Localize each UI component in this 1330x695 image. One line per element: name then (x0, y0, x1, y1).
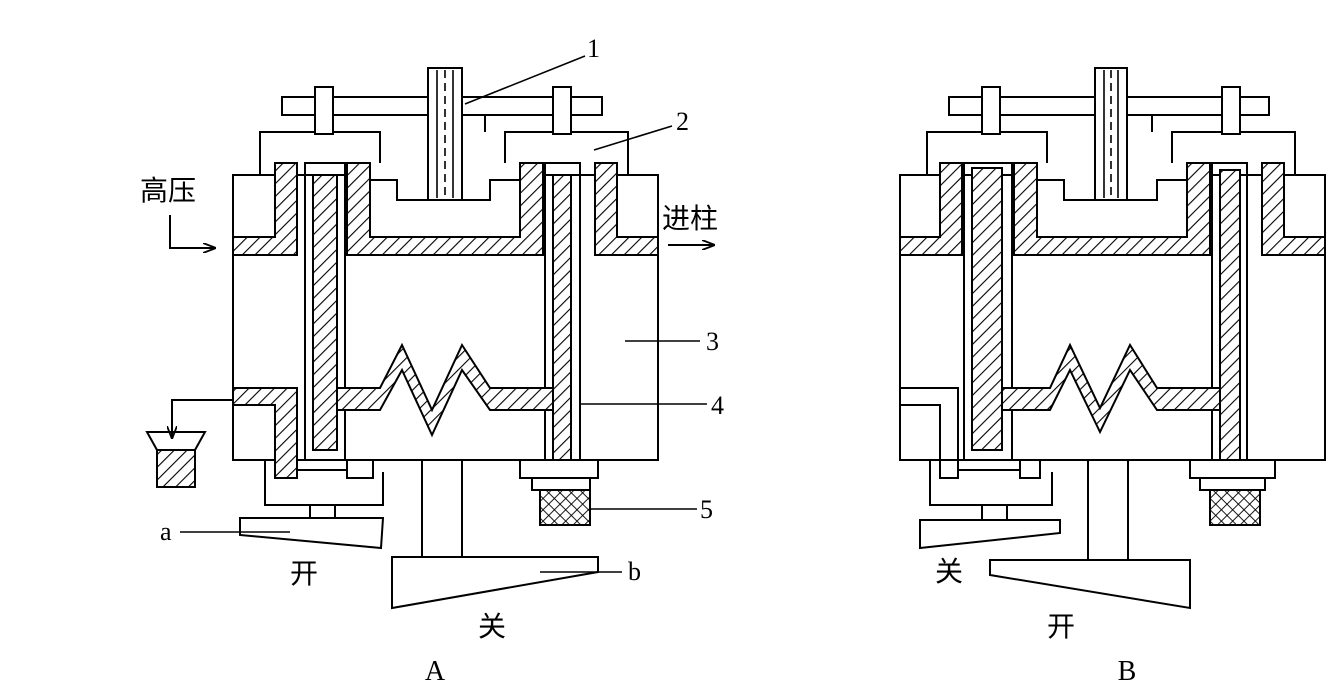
handle-post-right (1221, 86, 1241, 135)
center-post (421, 459, 463, 558)
drain-seat-bottom-left (232, 387, 298, 479)
seal-neck (531, 477, 591, 491)
center-u-block (346, 162, 544, 256)
handle-post-left (981, 86, 1001, 135)
drain-arrow (172, 399, 233, 438)
seal-cap (1189, 459, 1276, 479)
valve-stem-left (971, 167, 1003, 451)
bellows-diaphragm (1001, 342, 1221, 435)
diagram-b: 关 开 B (899, 67, 1326, 687)
seal-packing (1209, 489, 1261, 526)
inlet-seat-top-left (232, 162, 298, 256)
lever-b-state: 关 (478, 610, 506, 643)
lever-a (239, 517, 385, 550)
lever-a-label: a (160, 517, 172, 546)
lever-a (919, 519, 1061, 550)
diagram-a: 1 2 3 4 5 a b 高压 进柱 开 关 A (140, 34, 724, 687)
seal-packing (539, 489, 591, 526)
lever-a-state: 关 (935, 555, 963, 588)
valve-stem-right (552, 174, 572, 461)
outlet-label: 进柱 (662, 202, 718, 235)
center-recess (1037, 179, 1187, 201)
lever-a-pivot (981, 504, 1008, 521)
drain-container (156, 449, 196, 488)
lever-b-state: 开 (1047, 610, 1075, 643)
part-label-4: 4 (711, 391, 724, 420)
leader-2 (593, 125, 673, 151)
seal-neck (1199, 477, 1266, 491)
diagram-a-caption: A (425, 656, 446, 687)
drain-seat-bottom-left (899, 387, 959, 479)
stem-channel-left (304, 162, 346, 461)
part-label-1: 1 (587, 34, 600, 63)
lever-b (391, 556, 599, 610)
stem-foot-left (1019, 459, 1041, 479)
stem-channel-left (963, 162, 1013, 461)
leader-1 (464, 55, 586, 105)
inlet-arrow (169, 215, 215, 248)
handle-post-left (314, 86, 334, 135)
center-u-block (1013, 162, 1211, 256)
drain-funnel (145, 431, 207, 451)
valve-stem-left (312, 174, 338, 451)
part-label-2: 2 (676, 107, 689, 136)
center-recess (370, 179, 520, 201)
lever-a-state: 开 (290, 557, 318, 590)
valve-stem-right (1219, 169, 1241, 461)
diagram-b-caption: B (1118, 656, 1137, 687)
seal-cap (519, 459, 599, 479)
handle-post-right (552, 86, 572, 135)
part-label-3: 3 (706, 327, 719, 356)
outlet-seat-top-right (1261, 162, 1326, 256)
lever-a-pivot (309, 504, 336, 519)
outlet-seat-top-right (594, 162, 659, 256)
inlet-seat-top-left (899, 162, 963, 256)
center-post (1087, 459, 1129, 561)
bellows-diaphragm (336, 342, 554, 438)
inlet-label: 高压 (140, 174, 196, 207)
lever-b-label: b (628, 557, 641, 586)
part-label-5: 5 (700, 495, 713, 524)
lever-b (989, 559, 1191, 610)
stem-foot-left (346, 459, 374, 479)
